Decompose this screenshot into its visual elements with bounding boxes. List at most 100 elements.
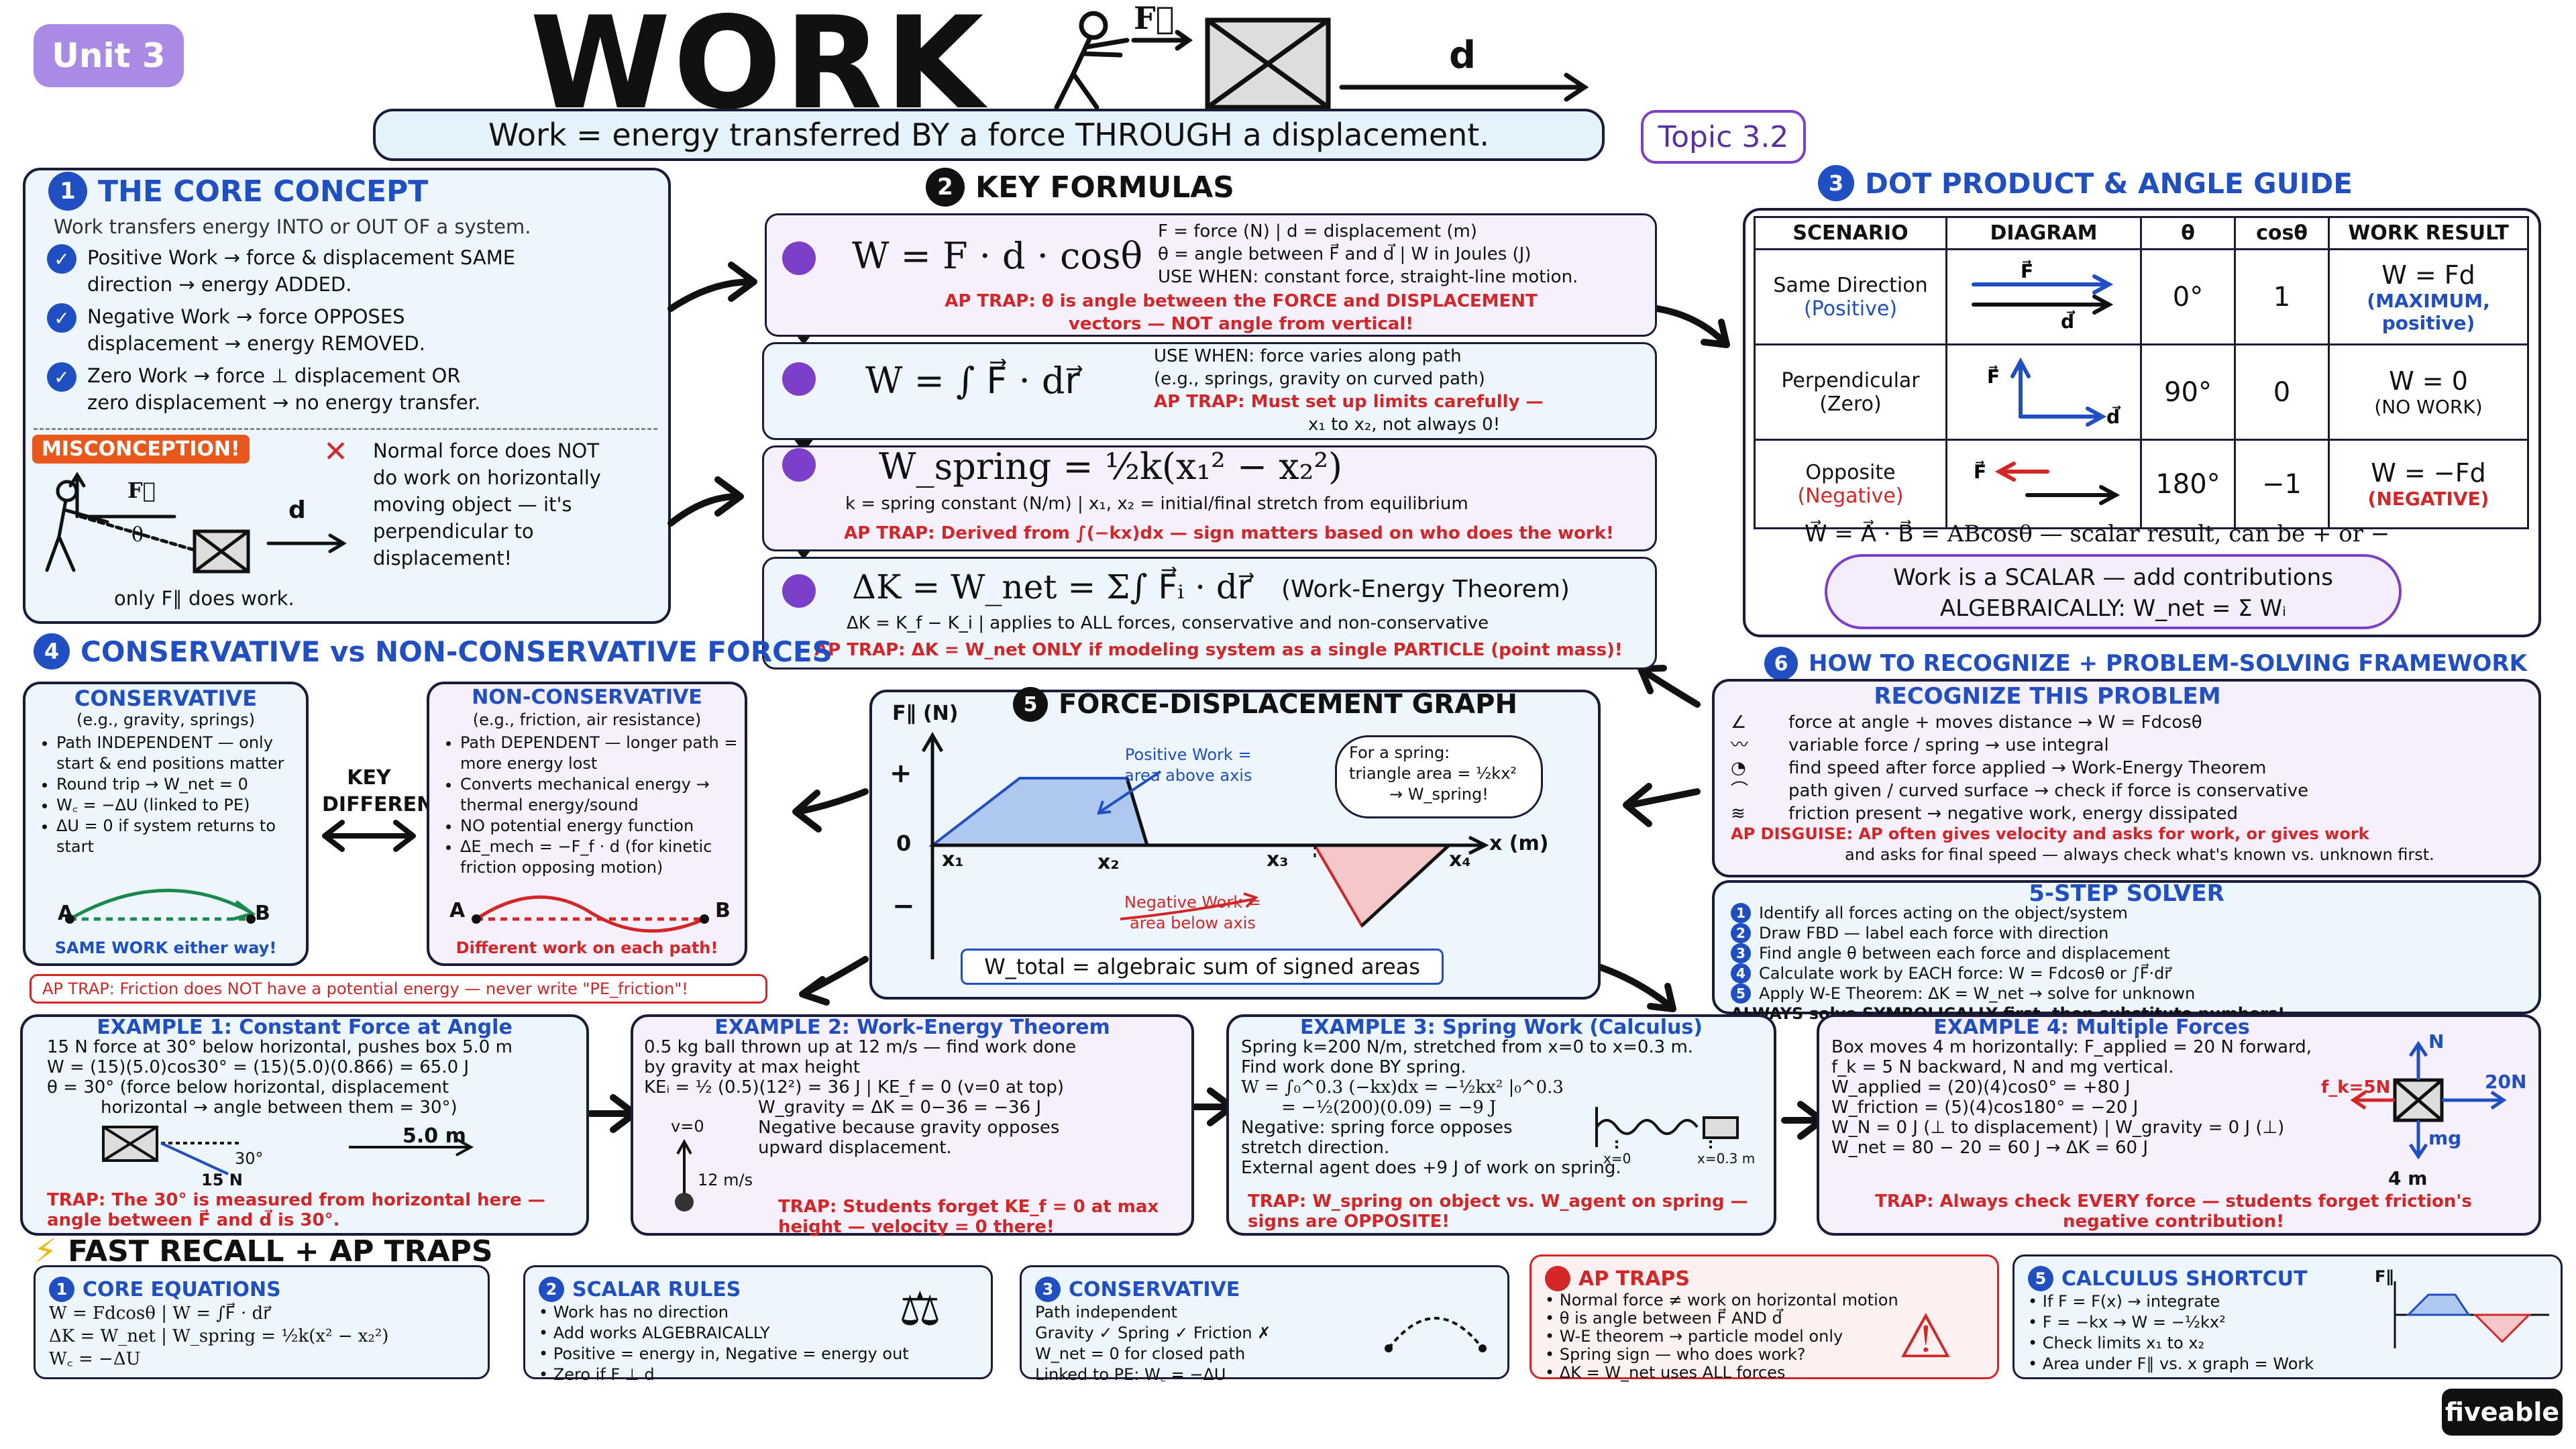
recognize-item: ◔find speed after force applied → Work-E…: [1731, 758, 2267, 778]
example-4-n: N: [2428, 1030, 2445, 1053]
core-intro: Work transfers energy INTO or OUT OF a s…: [54, 215, 531, 238]
conservative-title: 4 CONSERVATIVE vs NON-CONSERVATIVE FORCE…: [34, 633, 833, 669]
misconception-d: d: [288, 496, 306, 524]
nonconservative-point-a: A: [449, 899, 466, 922]
recall-graph-label: F∥: [2375, 1267, 2394, 1286]
spring-icon: 〰: [1731, 735, 1749, 755]
example-4-mg: mg: [2428, 1127, 2462, 1149]
graph-tick-x2: x₂: [1097, 851, 1120, 874]
positive-work-area: [928, 777, 1149, 847]
opposite-diagram: F⃗: [1974, 460, 2120, 505]
topic-badge: Topic 3.2: [1641, 110, 1806, 164]
graph-tick-x4: x₄: [1449, 848, 1471, 871]
dot-row: Opposite(Negative) F⃗ 180° −1 W = −Fd(NE…: [1754, 439, 2529, 529]
example-1-body: 15 N force at 30° below horizontal, push…: [47, 1037, 513, 1118]
example-3-box: [1226, 1014, 1776, 1236]
scalar-cloud: Work is a SCALAR — add contributions ALG…: [1825, 554, 2402, 629]
section-4-number: 4: [34, 633, 70, 669]
conservative-box-title: CONSERVATIVE: [74, 686, 258, 711]
svg-text:F⃗: F⃗: [1987, 364, 2000, 387]
dot-header: cosθ: [2234, 216, 2330, 250]
example-4-distance: 4 m: [2388, 1167, 2428, 1189]
example-1-box: [20, 1014, 589, 1236]
dot-table: SCENARIO DIAGRAM θ cosθ WORK RESULT Same…: [1754, 216, 2529, 529]
example-4-friction: f_k=5N: [2321, 1077, 2391, 1097]
dot-header: WORK RESULT: [2328, 216, 2529, 250]
misconception-label: MISCONCEPTION!: [32, 435, 250, 464]
svg-text:F⃗: F⃗: [2021, 259, 2033, 282]
misconception-caption: only F∥ does work.: [114, 587, 294, 610]
nonconservative-caption: Different work on each path!: [455, 938, 718, 957]
dot-header: DIAGRAM: [1945, 216, 2142, 250]
core-concept-panel: [23, 168, 671, 624]
formula-4-note: ΔK = K_f − K_i | applies to ALL forces, …: [847, 613, 1489, 633]
negative-work-area: [1312, 844, 1453, 928]
example-3-x03: x=0.3 m: [1697, 1150, 1756, 1167]
formula-1-notes: F = force (N) | d = displacement (m) θ =…: [1158, 221, 1578, 287]
conservative-list: Path INDEPENDENT — only start & end posi…: [56, 733, 298, 857]
misconception-theta: θ: [131, 523, 144, 547]
formulas-title: 2 KEY FORMULAS: [926, 168, 1234, 207]
closed-path-icon: [1385, 1317, 1487, 1352]
title-illustration: [1054, 11, 1589, 110]
friction-icon: ≋: [1731, 804, 1746, 824]
example-3-x0: x=0: [1603, 1150, 1631, 1167]
angle-icon: ∠: [1731, 712, 1747, 733]
core-items: ✓ Positive Work → force & displacement S…: [47, 244, 651, 416]
example-4-box: [1817, 1014, 2541, 1236]
page-title: WORK: [530, 0, 987, 138]
example-1-distance: 5.0 m: [402, 1124, 466, 1148]
graph-minus: −: [892, 891, 915, 922]
example-1-angle: 30°: [235, 1149, 264, 1168]
graph-title: 5 FORCE-DISPLACEMENT GRAPH: [1013, 687, 1517, 722]
example-3-trap: TRAP: W_spring on object vs. W_agent on …: [1248, 1191, 1748, 1232]
recognize-item: ∠force at angle + moves distance → W = F…: [1731, 712, 2202, 733]
dot-row: Same Direction(Positive) F⃗d⃗ 0° 1 W = F…: [1754, 248, 2529, 345]
conservative-caption: SAME WORK either way!: [54, 938, 277, 957]
recognize-item: 〰variable force / spring → use integral: [1731, 735, 2109, 755]
example-4-applied: 20N: [2485, 1071, 2527, 1093]
section-3-number: 3: [1818, 165, 1854, 201]
graph-x-label: x (m): [1489, 832, 1549, 855]
divider: [34, 428, 657, 430]
example-4-title: EXAMPLE 4: Multiple Forces: [1933, 1016, 2250, 1039]
recognize-title: 6 HOW TO RECOGNIZE + PROBLEM-SOLVING FRA…: [1764, 647, 2527, 680]
example-2-box: [631, 1014, 1194, 1236]
formula-1-number: 1: [782, 241, 816, 275]
warning-icon: ⚠: [1898, 1301, 1953, 1372]
conservative-point-b: B: [255, 902, 270, 925]
section-6-number: 6: [1764, 647, 1798, 680]
formula-2-notes: USE WHEN: force varies along path (e.g.,…: [1154, 346, 1544, 435]
unit-badge: Unit 3: [34, 24, 184, 87]
lightning-icon: ⚡: [34, 1232, 58, 1271]
misconception-text: Normal force does NOT do work on horizon…: [373, 439, 601, 570]
core-item: ✓ Positive Work → force & displacement S…: [47, 244, 651, 298]
section-2-number: 2: [926, 168, 965, 207]
misconception-force-label: F⃗: [127, 478, 156, 503]
svg-text:F⃗: F⃗: [1974, 460, 1986, 482]
formula-3-box: [762, 445, 1657, 551]
example-4-trap: TRAP: Always check EVERY force — student…: [1875, 1191, 2472, 1232]
graph-positive-note: Positive Work =area above axis: [1124, 745, 1252, 785]
check-icon: ✓: [47, 244, 76, 274]
example-1-force: 15 N: [201, 1171, 243, 1189]
conservative-box-sub: (e.g., gravity, springs): [76, 710, 255, 729]
nonconservative-list: Path DEPENDENT — longer path = more ener…: [460, 733, 742, 878]
formula-4-number: 4: [782, 574, 816, 608]
graph-y-label: F∥ (N): [892, 702, 959, 725]
example-1-title: EXAMPLE 1: Constant Force at Angle: [97, 1016, 513, 1039]
dot-header: θ: [2140, 216, 2236, 250]
formula-4-trap: AP TRAP: ΔK = W_net ONLY if modeling sys…: [814, 640, 1623, 660]
brand-logo: fiveable: [2442, 1389, 2563, 1436]
x-icon: ✕: [323, 435, 348, 469]
graph-zero: 0: [896, 830, 912, 856]
recall-mini-graph: [2394, 1281, 2549, 1348]
ap-disguise: AP DISGUISE: AP often gives velocity and…: [1731, 824, 2434, 864]
